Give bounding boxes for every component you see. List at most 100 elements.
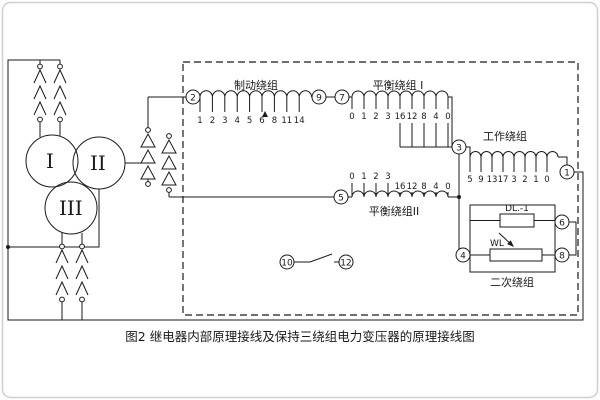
balance-winding-2-label: 平衡绕组II bbox=[369, 204, 420, 218]
balance-1-tap-lines bbox=[351, 97, 449, 109]
transformer-section: I II III bbox=[6, 59, 584, 321]
winding-i-label: I bbox=[46, 149, 54, 173]
tap-number: 1 bbox=[361, 112, 366, 122]
tap-number: 3 bbox=[385, 172, 390, 182]
chevron-winding bbox=[33, 68, 67, 116]
tap-number: 12 bbox=[407, 112, 418, 122]
tap-number: 0 bbox=[445, 182, 450, 192]
balance-winding-1-label: 平衡绕组 I bbox=[373, 78, 424, 92]
working-winding-coil bbox=[469, 151, 559, 158]
winding-ii-label: II bbox=[90, 151, 106, 175]
junction-dot bbox=[457, 195, 461, 199]
tap-number: 13 bbox=[487, 175, 498, 185]
tap-number: 4 bbox=[234, 116, 239, 126]
terminal-circle bbox=[185, 89, 201, 105]
terminal-number: 6 bbox=[559, 218, 565, 228]
tap-number: 16 bbox=[395, 182, 406, 192]
winding-end-dot bbox=[59, 243, 65, 250]
tap-number: 1 bbox=[361, 172, 366, 182]
tap-pointer-icon bbox=[262, 111, 268, 117]
terminal-2: 2 bbox=[185, 89, 201, 105]
winding-end-dot bbox=[79, 243, 85, 250]
terminal-circle bbox=[333, 189, 349, 205]
tap-number: 9 bbox=[478, 175, 483, 185]
tap-number: 8 bbox=[421, 182, 426, 192]
secondary-winding-label: 二次绕组 bbox=[490, 275, 534, 289]
winding-end-dot bbox=[166, 187, 172, 193]
tap-number: 3 bbox=[222, 116, 227, 126]
winding-end-dot bbox=[79, 296, 85, 303]
terminal-circle bbox=[455, 247, 471, 263]
working-winding: 工作绕组 5 9 13 17 3 2 1 0 bbox=[467, 129, 559, 185]
terminal-3: 3 bbox=[451, 139, 467, 155]
lower-ct-winding bbox=[55, 243, 89, 303]
terminal-6: 6 bbox=[554, 214, 570, 230]
tap-number: 4 bbox=[433, 112, 438, 122]
terminal-circle bbox=[451, 139, 467, 155]
relay-boundary-box bbox=[182, 61, 579, 316]
balance-2-tap-lines bbox=[351, 183, 449, 197]
winding-end-dot bbox=[37, 63, 43, 70]
terminal-circle bbox=[559, 164, 575, 180]
braking-tap-lines bbox=[199, 97, 300, 112]
terminal-number: 5 bbox=[338, 193, 344, 203]
working-winding-label: 工作绕组 bbox=[483, 129, 527, 143]
tap-number: 0 bbox=[349, 112, 354, 122]
three-winding-transformer: I II III bbox=[25, 134, 126, 235]
tap-number: 2 bbox=[373, 172, 378, 182]
terminal-number: 8 bbox=[559, 251, 565, 261]
winding-end-dot bbox=[59, 296, 65, 303]
winding-end-dot bbox=[145, 181, 151, 187]
terminal-12: 12 bbox=[338, 254, 354, 270]
tap-number: 16 bbox=[395, 112, 406, 122]
tap-number: 4 bbox=[433, 182, 438, 192]
tap-number: 0 bbox=[544, 175, 549, 185]
winding-iii-label: III bbox=[59, 196, 83, 220]
chevron-winding bbox=[55, 248, 89, 296]
braking-winding-label: 制动绕组 bbox=[234, 78, 278, 92]
dl-relay-label: DL.-1 bbox=[505, 204, 529, 214]
terminal-1: 1 bbox=[559, 164, 575, 180]
balance-winding-1: 平衡绕组 I 0 1 2 3 16 12 8 4 0 bbox=[349, 78, 450, 122]
terminal-number: 3 bbox=[456, 143, 462, 153]
transformer-circle-3 bbox=[44, 181, 98, 235]
terminal-number: 9 bbox=[316, 93, 322, 103]
wl-resistor-box bbox=[489, 248, 543, 262]
tap-number: 11 bbox=[281, 116, 292, 126]
braking-winding-coil bbox=[199, 90, 313, 98]
terminal-10: 10 bbox=[279, 254, 295, 270]
terminal-number: 12 bbox=[340, 258, 351, 268]
tap-number: 2 bbox=[210, 116, 215, 126]
winding-end-dot bbox=[57, 63, 63, 70]
terminal-9: 9 bbox=[311, 89, 327, 105]
terminal-5: 5 bbox=[333, 189, 349, 205]
dl-relay-box bbox=[499, 213, 535, 228]
delta-ct-winding bbox=[140, 127, 177, 193]
output-contact bbox=[309, 253, 333, 263]
winding-end-dot bbox=[57, 116, 63, 123]
figure-caption: 图2 继电器内部原理接线及保持三绕组电力变压器的原理接线图 bbox=[125, 329, 474, 344]
tap-number: 17 bbox=[498, 175, 509, 185]
winding-end-dot bbox=[37, 116, 43, 123]
junction-dot bbox=[6, 245, 10, 249]
tap-number: 3 bbox=[385, 112, 390, 122]
tap-number: 6 bbox=[259, 116, 264, 126]
terminal-number: 4 bbox=[460, 251, 466, 261]
terminal-7: 7 bbox=[334, 89, 350, 105]
tap-number: 8 bbox=[272, 116, 277, 126]
terminal-circle bbox=[279, 254, 295, 270]
terminal-circle bbox=[334, 89, 350, 105]
tap-number: 8 bbox=[421, 112, 426, 122]
tap-number: 3 bbox=[511, 175, 516, 185]
secondary-winding-block: DL.-1 WL 二次绕组 bbox=[469, 204, 556, 289]
working-tap-lines bbox=[469, 157, 548, 172]
terminal-8: 8 bbox=[554, 247, 570, 263]
transformer-circle-2 bbox=[72, 136, 126, 190]
transformer-wiring bbox=[7, 59, 584, 321]
terminal-4: 4 bbox=[455, 247, 471, 263]
tap-number: 1 bbox=[533, 175, 538, 185]
triangle-winding bbox=[140, 132, 177, 186]
transformer-circle-1 bbox=[25, 134, 79, 188]
